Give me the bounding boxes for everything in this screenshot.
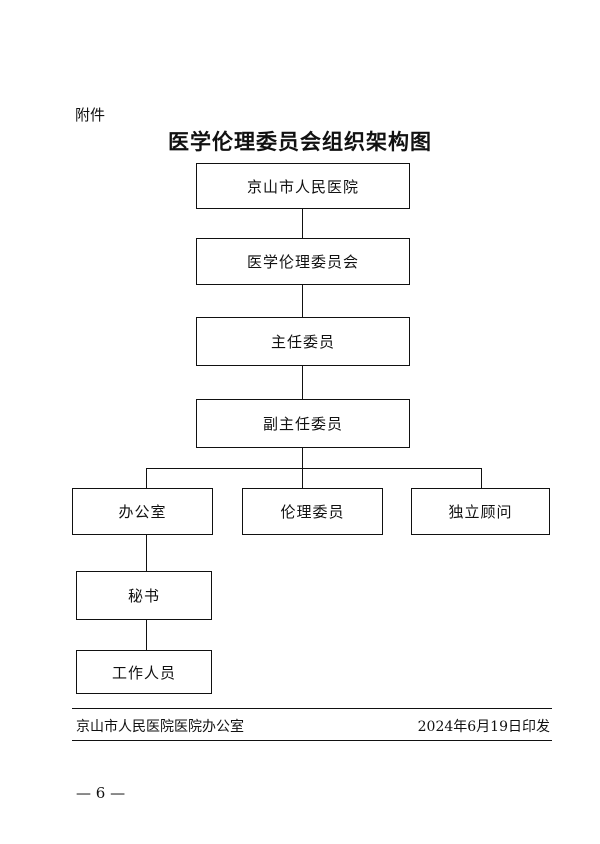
connector-line: [481, 468, 482, 488]
node-hospital: 京山市人民医院: [196, 163, 410, 209]
connector-line: [302, 366, 303, 399]
page-number: — 6 —: [76, 784, 126, 802]
connector-line: [146, 468, 147, 488]
node-secretary: 秘书: [76, 571, 212, 620]
node-staff: 工作人员: [76, 650, 212, 694]
connector-line: [302, 468, 303, 488]
node-vice-chairman: 副主任委员: [196, 399, 410, 448]
node-ethics-committee: 医学伦理委员会: [196, 238, 410, 285]
footer-bottom-rule: [72, 740, 552, 741]
node-office: 办公室: [72, 488, 213, 535]
footer-issuer: 京山市人民医院医院办公室: [76, 719, 244, 735]
connector-line: [302, 209, 303, 238]
node-independent-consultant: 独立顾问: [411, 488, 550, 535]
node-ethics-members: 伦理委员: [242, 488, 383, 535]
footer-top-rule: [72, 708, 552, 709]
footer-date: 2024年6月19日印发: [417, 719, 550, 735]
connector-line: [146, 620, 147, 650]
connector-line: [146, 535, 147, 571]
branch-line: [146, 468, 481, 469]
connector-line: [302, 448, 303, 468]
node-chairman: 主任委员: [196, 317, 410, 366]
page-title: 医学伦理委员会组织架构图: [168, 129, 432, 154]
attachment-label: 附件: [75, 106, 106, 124]
connector-line: [302, 285, 303, 317]
